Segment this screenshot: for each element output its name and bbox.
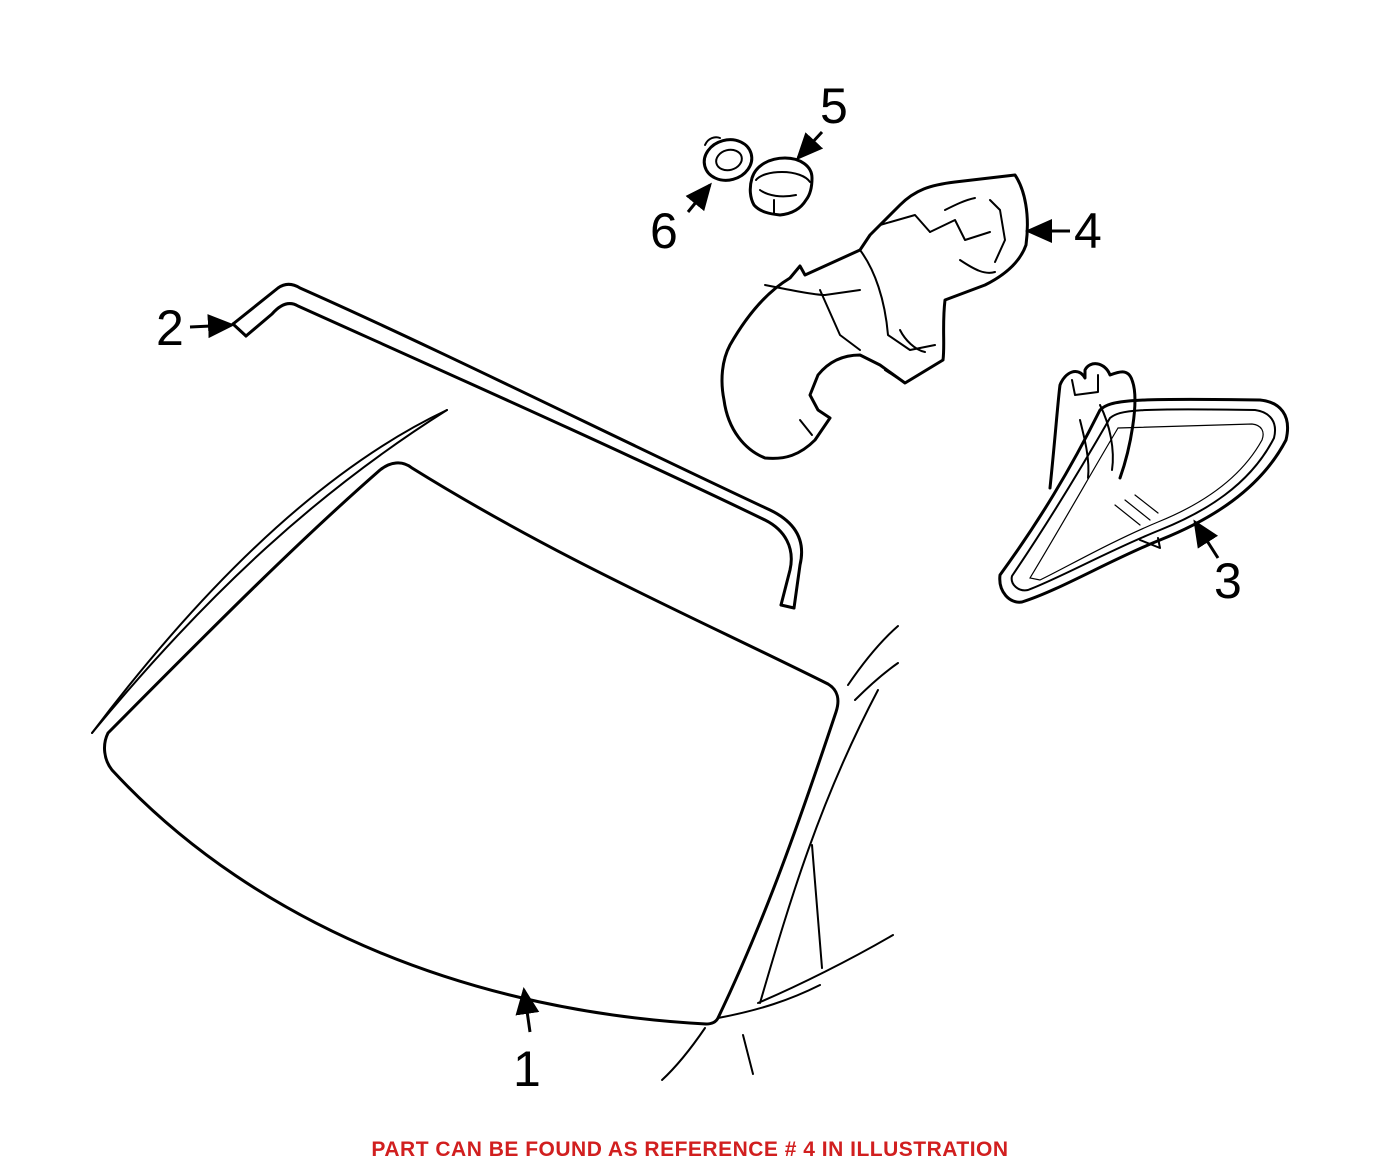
windshield-glass (91, 409, 840, 1026)
callout-1: 1 (513, 1041, 541, 1097)
grommet-ring (702, 136, 754, 182)
arrow-3 (1193, 519, 1220, 559)
callout-6: 6 (650, 203, 678, 259)
callout-3: 3 (1214, 553, 1242, 609)
arrow-2 (189, 314, 235, 339)
arrow-6 (685, 182, 712, 213)
rear-view-mirror (998, 362, 1289, 604)
plug-cap (748, 156, 814, 217)
callout-5: 5 (820, 78, 848, 134)
vehicle-body-outline (91, 409, 899, 1081)
callout-2: 2 (156, 300, 184, 356)
reference-note: PART CAN BE FOUND AS REFERENCE # 4 IN IL… (371, 1138, 1009, 1161)
mirror-cover (720, 173, 1029, 460)
windshield-molding (231, 282, 804, 610)
callout-4: 4 (1074, 203, 1102, 259)
arrow-5 (795, 130, 824, 161)
leader-arrows (189, 130, 1220, 1033)
arrow-1 (515, 987, 540, 1033)
